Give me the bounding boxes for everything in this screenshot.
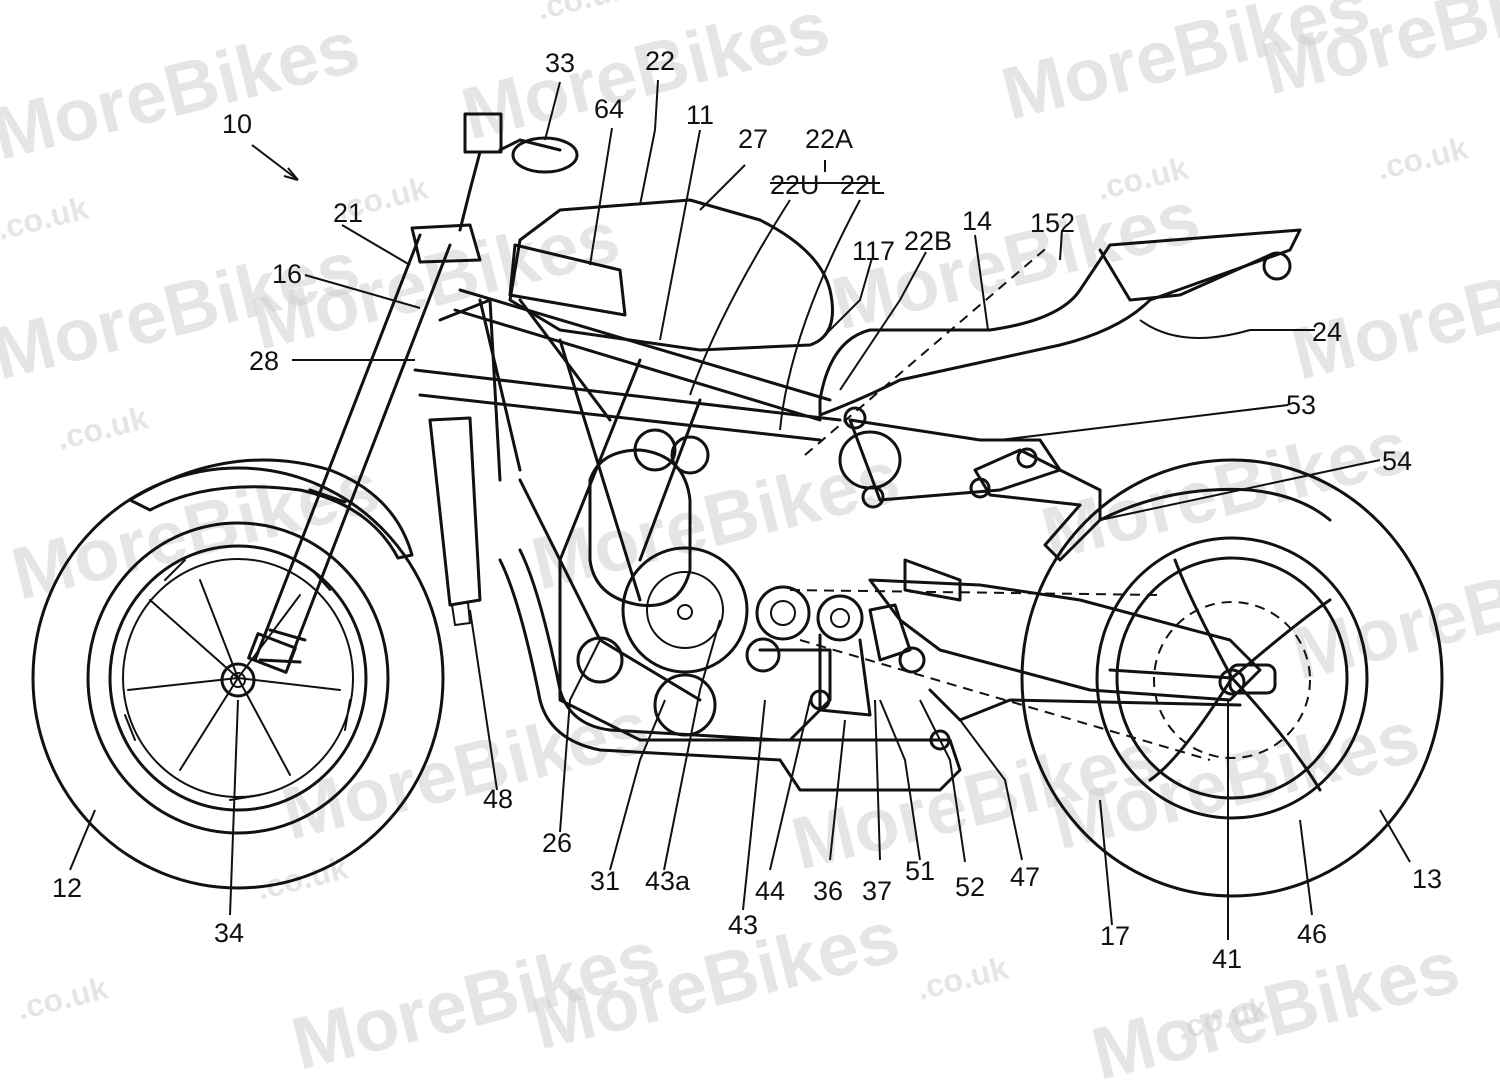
label-48: 48 <box>483 784 513 814</box>
label-43: 43 <box>728 910 758 940</box>
label-31: 31 <box>590 866 620 896</box>
radiator <box>428 416 482 607</box>
label-37: 37 <box>862 876 892 906</box>
tail-cowl <box>1098 248 1272 302</box>
label-52: 52 <box>955 872 985 902</box>
drive-chain <box>789 244 1311 761</box>
fuel-tank <box>508 198 834 352</box>
label-21: 21 <box>333 198 363 228</box>
watermark: MoreBikes <box>1044 694 1427 865</box>
label-27: 27 <box>738 124 768 154</box>
watermark-domain: .co.uk <box>913 949 1012 1006</box>
label-44: 44 <box>755 876 785 906</box>
label-14: 14 <box>962 206 992 236</box>
label-53: 53 <box>1286 390 1316 420</box>
label-22: 22 <box>645 46 675 76</box>
label-34: 34 <box>214 918 244 948</box>
label-12: 12 <box>52 873 82 903</box>
reference-labels: 10 33 22 64 11 27 22A 22U 22L 22B 117 14… <box>52 46 1442 974</box>
watermark: MoreBikes <box>454 0 837 156</box>
label-33: 33 <box>545 48 575 78</box>
label-41: 41 <box>1212 944 1242 974</box>
label-13: 13 <box>1412 864 1442 894</box>
label-36: 36 <box>813 876 843 906</box>
label-16: 16 <box>272 259 302 289</box>
watermark: MoreBikes <box>524 894 907 1065</box>
watermark: MoreBikes <box>1284 224 1500 395</box>
tail-light <box>1262 251 1292 281</box>
watermark: MoreBikes <box>1084 924 1467 1089</box>
radiator-cap <box>451 602 471 626</box>
label-51: 51 <box>905 856 935 886</box>
label-54: 54 <box>1382 446 1412 476</box>
label-43a: 43a <box>645 866 691 896</box>
front-fender <box>128 458 414 560</box>
watermark: MoreBikes <box>524 434 907 605</box>
label-46: 46 <box>1297 919 1327 949</box>
tank-bag <box>508 243 627 317</box>
label-22L: 22L <box>840 170 885 200</box>
watermark: MoreBikes <box>0 4 367 175</box>
watermark-domain: .co.uk <box>53 399 152 456</box>
watermark-domain: .co.uk <box>533 0 632 27</box>
watermark-domain: .co.uk <box>1373 129 1472 186</box>
exhaust <box>498 548 962 792</box>
label-117: 117 <box>852 236 895 266</box>
seat <box>818 228 1302 417</box>
label-26: 26 <box>542 828 572 858</box>
watermark-domain: .co.uk <box>0 189 92 246</box>
label-152: 152 <box>1030 208 1075 238</box>
pivot-linkage <box>809 594 926 717</box>
label-11: 11 <box>686 100 714 130</box>
label-22A: 22A <box>805 124 853 154</box>
leader-lines <box>69 79 1411 940</box>
label-64: 64 <box>594 94 624 124</box>
label-47: 47 <box>1010 862 1040 892</box>
label-22B: 22B <box>904 226 952 256</box>
front-fork <box>247 233 452 674</box>
label-24: 24 <box>1312 317 1342 347</box>
label-17: 17 <box>1100 921 1130 951</box>
label-10: 10 <box>222 109 252 139</box>
label-22U: 22U <box>770 170 820 200</box>
foot-peg <box>903 558 962 602</box>
rear-subframe <box>838 406 1102 562</box>
label-28: 28 <box>249 346 279 376</box>
watermark-domain: .co.uk <box>13 969 112 1026</box>
